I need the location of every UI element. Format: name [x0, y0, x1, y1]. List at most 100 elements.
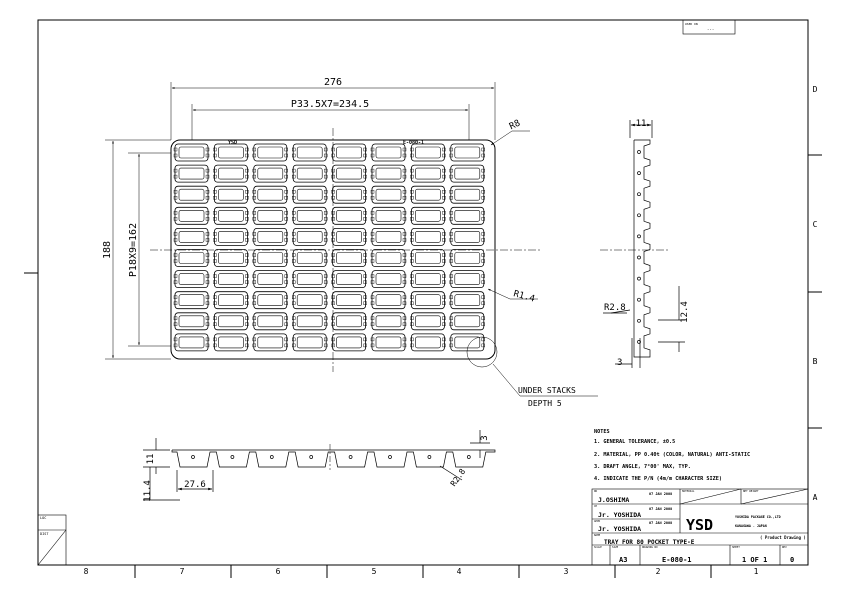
- pocket-notch: [252, 238, 257, 242]
- pocket-notch: [213, 195, 217, 200]
- pocket-notch: [205, 316, 210, 320]
- pocket-inner: [375, 294, 402, 307]
- pocket-inner: [454, 188, 481, 201]
- pocket-notch: [245, 211, 249, 215]
- pocket-notch: [449, 168, 453, 173]
- pocket-notch: [252, 259, 257, 263]
- pocket: [253, 206, 288, 225]
- pocket-notch: [324, 316, 328, 320]
- side-pocket-mark: [637, 276, 641, 281]
- pocket-notch: [370, 322, 375, 326]
- pocket-inner: [454, 167, 481, 180]
- pocket: [410, 206, 445, 225]
- pocket-notch: [213, 238, 217, 242]
- pocket-notch: [284, 232, 288, 236]
- pocket-notch: [324, 301, 328, 305]
- pocket-notch: [284, 168, 288, 173]
- pocket-notch: [245, 343, 249, 348]
- pocket: [410, 291, 445, 310]
- tb-size: A3: [619, 556, 627, 564]
- pocket-notch: [370, 189, 375, 194]
- pocket-inner: [454, 146, 481, 159]
- company-logo: YSD: [686, 516, 713, 534]
- pocket-inner: [178, 188, 205, 201]
- pocket-notch: [402, 337, 407, 342]
- note-1: 1. GENERAL TOLERANCE, ±0.5: [594, 439, 675, 445]
- pocket-inner: [415, 252, 441, 264]
- pocket: [332, 206, 367, 225]
- pocket-notch: [284, 322, 288, 326]
- pocket: [450, 249, 485, 267]
- pocket-notch: [449, 211, 453, 215]
- pocket-inner: [336, 315, 362, 328]
- pocket-inner: [178, 336, 205, 349]
- pocket-notch: [363, 211, 367, 215]
- pocket-notch: [363, 295, 367, 299]
- pocket-notch: [205, 174, 210, 179]
- dim-overall-height: 188: [102, 241, 113, 259]
- pocket-notch: [292, 195, 296, 200]
- pocket-notch: [173, 280, 178, 284]
- pocket: [332, 333, 367, 352]
- pocket-notch: [363, 274, 367, 278]
- pocket-notch: [292, 174, 296, 179]
- pocket-notch: [370, 280, 375, 284]
- pocket-inner: [178, 273, 205, 285]
- pocket-notch: [442, 147, 446, 152]
- pocket-notch: [410, 295, 414, 299]
- tb-label-rev: REV: [782, 545, 787, 549]
- pocket-inner: [375, 336, 402, 349]
- title-block: [591, 488, 809, 566]
- pocket-notch: [292, 280, 296, 284]
- pocket: [332, 270, 367, 289]
- pocket-inner: [454, 231, 481, 243]
- pocket-notch: [449, 195, 453, 200]
- pocket: [174, 312, 209, 331]
- pocket-notch: [410, 211, 414, 215]
- pocket-notch: [213, 217, 217, 221]
- pocket-notch: [173, 168, 178, 173]
- pocket-inner: [178, 252, 205, 264]
- pocket-notch: [481, 147, 485, 152]
- pocket-inner: [218, 273, 244, 285]
- pocket-inner: [178, 146, 205, 159]
- pocket: [174, 206, 209, 225]
- pocket-notch: [173, 322, 178, 326]
- dim-pitch-y: P18X9=162: [128, 223, 139, 277]
- pocket-inner: [336, 167, 362, 180]
- pocket-notch: [205, 153, 210, 158]
- pocket-inner: [296, 231, 323, 243]
- pocket-notch: [205, 195, 210, 200]
- callout-under-stacks: UNDER STACKS: [518, 386, 576, 395]
- pocket-notch: [284, 343, 288, 348]
- pocket-notch: [284, 253, 288, 257]
- pocket-notch: [370, 153, 375, 158]
- pocket-notch: [292, 274, 296, 278]
- pocket: [371, 249, 406, 267]
- pocket: [253, 164, 288, 183]
- pocket: [410, 164, 445, 183]
- pocket-notch: [245, 168, 249, 173]
- pocket-notch: [284, 147, 288, 152]
- pocket: [174, 227, 209, 246]
- side-pocket-mark: [637, 213, 641, 218]
- pocket: [174, 291, 209, 310]
- pocket-notch: [173, 217, 178, 221]
- pocket-inner: [296, 294, 323, 307]
- pocket-inner: [415, 294, 441, 307]
- front-pocket-mark: [427, 455, 432, 459]
- pocket: [332, 249, 367, 267]
- pocket: [332, 291, 367, 310]
- pocket-notch: [449, 259, 453, 263]
- pocket-notch: [410, 238, 414, 242]
- pocket-notch: [245, 253, 249, 257]
- pocket-inner: [454, 252, 481, 264]
- pocket-inner: [375, 167, 402, 180]
- pocket-notch: [292, 189, 296, 194]
- pocket-notch: [173, 147, 178, 152]
- pocket-inner: [415, 210, 441, 222]
- pocket-notch: [370, 232, 375, 236]
- pocket: [371, 291, 406, 310]
- pocket-inner: [336, 146, 362, 159]
- pocket-notch: [324, 238, 328, 242]
